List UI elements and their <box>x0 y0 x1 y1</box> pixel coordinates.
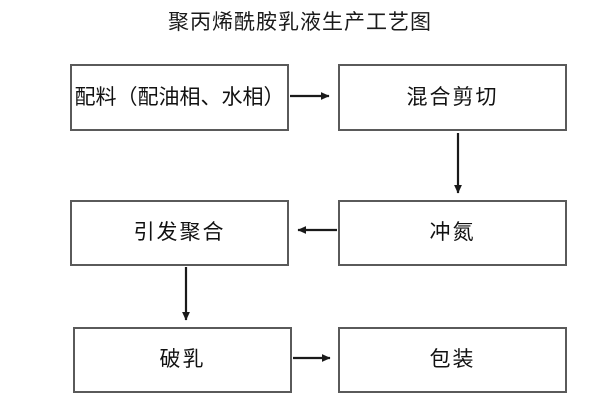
flow-node-initiate-polymerization-label: 引发聚合 <box>133 220 226 245</box>
flow-node-mixing-shear-label: 混合剪切 <box>406 84 499 109</box>
flow-node-demulsification-label: 破乳 <box>159 347 206 372</box>
flow-node-initiate-polymerization[interactable]: 引发聚合 <box>70 200 289 266</box>
flow-node-nitrogen-purge[interactable]: 冲氮 <box>338 200 567 266</box>
flow-node-packaging-label: 包装 <box>429 347 476 372</box>
flow-node-ingredients-label: 配料（配油相、水相） <box>74 84 285 109</box>
flow-node-packaging[interactable]: 包装 <box>338 327 567 393</box>
flow-node-nitrogen-purge-label: 冲氮 <box>429 220 476 245</box>
flow-node-ingredients[interactable]: 配料（配油相、水相） <box>70 64 289 131</box>
diagram-title: 聚丙烯酰胺乳液生产工艺图 <box>168 10 432 34</box>
flow-node-demulsification[interactable]: 破乳 <box>73 327 292 393</box>
flow-node-mixing-shear[interactable]: 混合剪切 <box>338 64 567 131</box>
